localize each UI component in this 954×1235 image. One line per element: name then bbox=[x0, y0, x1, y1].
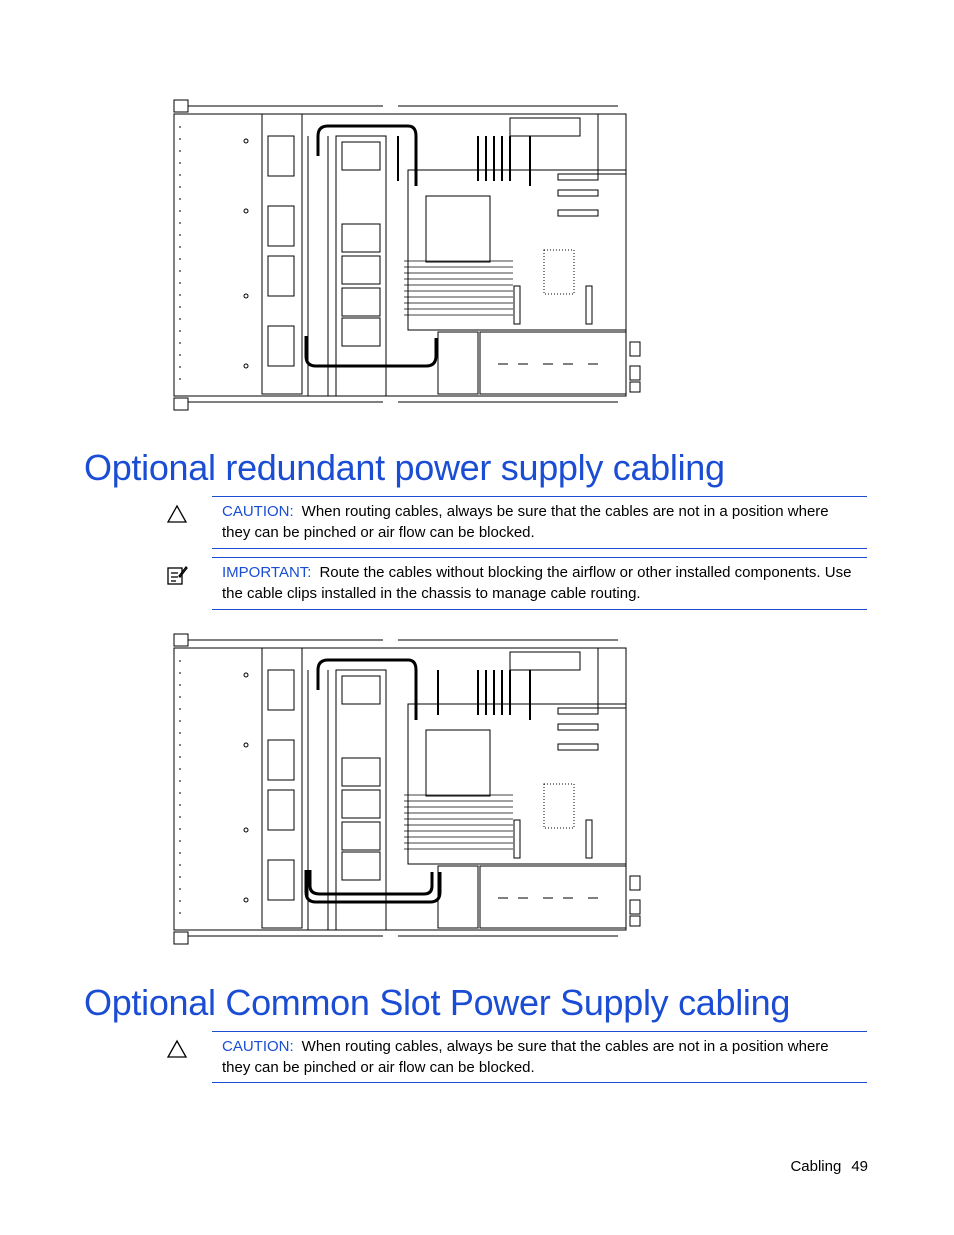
important-label: IMPORTANT: bbox=[222, 564, 312, 581]
server-cabling-diagram-bottom bbox=[168, 630, 648, 946]
caution-note: CAUTION:When routing cables, always be s… bbox=[166, 1031, 867, 1083]
caution-triangle-icon bbox=[166, 503, 188, 525]
important-note: IMPORTANT:Route the cables without block… bbox=[167, 557, 867, 610]
page-number: 49 bbox=[851, 1158, 868, 1175]
caution-label: CAUTION: bbox=[222, 1038, 294, 1055]
important-text: Route the cables without blocking the ai… bbox=[222, 564, 852, 602]
caution-text: When routing cables, always be sure that… bbox=[222, 1038, 829, 1076]
section-title-redundant-power: Optional redundant power supply cabling bbox=[84, 447, 725, 488]
server-cabling-diagram-top bbox=[168, 96, 648, 412]
caution-text: When routing cables, always be sure that… bbox=[222, 503, 829, 541]
footer-section: Cabling bbox=[790, 1158, 842, 1175]
caution-triangle-icon bbox=[166, 1038, 188, 1060]
important-note-icon bbox=[166, 564, 188, 586]
caution-label: CAUTION: bbox=[222, 503, 294, 520]
caution-note: CAUTION:When routing cables, always be s… bbox=[166, 496, 867, 549]
section-title-common-slot-power: Optional Common Slot Power Supply cablin… bbox=[84, 982, 791, 1023]
page-footer: Cabling 49 bbox=[780, 1158, 868, 1175]
